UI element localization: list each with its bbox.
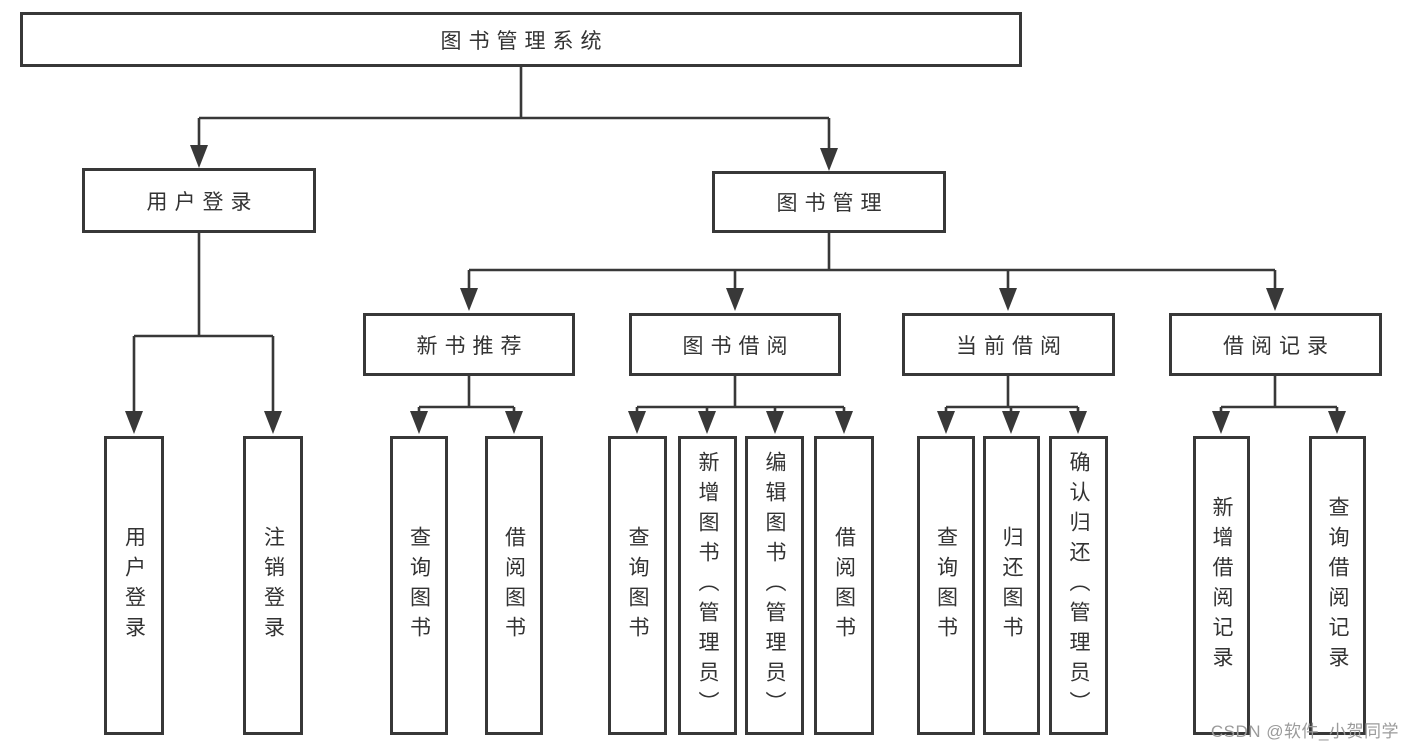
connector-root-to-level2: [190, 67, 838, 171]
connector-book-borrow-to-leaves: [628, 376, 853, 434]
node-label: 用户登录: [146, 190, 259, 214]
node-book-borrow: 图书借阅: [629, 313, 841, 376]
node-label: 新书推荐: [416, 334, 529, 358]
leaf-current-confirm-return-admin: 确认归还（管理员）: [1049, 436, 1108, 735]
leaf-label: 查询图书: [626, 525, 649, 646]
leaf-record-query-borrow-record: 查询借阅记录: [1309, 436, 1366, 735]
leaf-label: 归还图书: [1000, 525, 1023, 646]
node-new-book-recommend: 新书推荐: [363, 313, 575, 376]
node-current-borrow: 当前借阅: [902, 313, 1115, 376]
leaf-user-login: 用户登录: [104, 436, 164, 735]
leaf-label: 新增借阅记录: [1210, 495, 1233, 676]
node-library-management-system: 图书管理系统: [20, 12, 1022, 67]
leaf-label: 注销登录: [261, 525, 285, 646]
leaf-label: 新增图书（管理员）: [696, 450, 719, 721]
leaf-label: 借阅图书: [832, 525, 856, 646]
node-label: 借阅记录: [1223, 334, 1335, 358]
leaf-record-add-borrow-record: 新增借阅记录: [1193, 436, 1250, 735]
leaf-borrow-borrow-book: 借阅图书: [814, 436, 874, 735]
connector-new-book-to-leaves: [410, 376, 523, 434]
connector-current-borrow-to-leaves: [937, 376, 1087, 434]
node-label: 当前借阅: [956, 334, 1068, 358]
node-label: 图书管理系统: [440, 29, 609, 53]
node-label: 图书管理: [776, 192, 889, 215]
leaf-borrow-edit-book-admin: 编辑图书（管理员）: [745, 436, 804, 735]
leaf-newbook-query-book: 查询图书: [390, 436, 448, 735]
leaf-current-query-book: 查询图书: [917, 436, 975, 735]
leaf-logout-login: 注销登录: [243, 436, 303, 735]
node-borrow-record: 借阅记录: [1169, 313, 1382, 376]
leaf-label: 借阅图书: [502, 525, 526, 646]
leaf-label: 查询图书: [934, 525, 958, 646]
leaf-label: 查询借阅记录: [1326, 495, 1349, 676]
leaf-current-return-book: 归还图书: [983, 436, 1040, 735]
leaf-borrow-query-book: 查询图书: [608, 436, 667, 735]
connector-borrow-record-to-leaves: [1212, 376, 1346, 434]
leaf-borrow-add-book-admin: 新增图书（管理员）: [678, 436, 737, 735]
leaf-label: 编辑图书（管理员）: [763, 450, 786, 721]
leaf-label: 查询图书: [407, 525, 431, 646]
connector-book-management-to-level3: [460, 233, 1284, 311]
node-user-login: 用户登录: [82, 168, 316, 233]
watermark: CSDN @软件_小贺同学: [1210, 722, 1399, 741]
connector-user-login-to-leaves: [125, 233, 282, 434]
leaf-label: 用户登录: [122, 525, 146, 646]
leaf-label: 确认归还（管理员）: [1067, 450, 1090, 721]
node-book-management: 图书管理: [712, 171, 946, 233]
leaf-newbook-borrow-book: 借阅图书: [485, 436, 543, 735]
node-label: 图书借阅: [682, 334, 795, 358]
